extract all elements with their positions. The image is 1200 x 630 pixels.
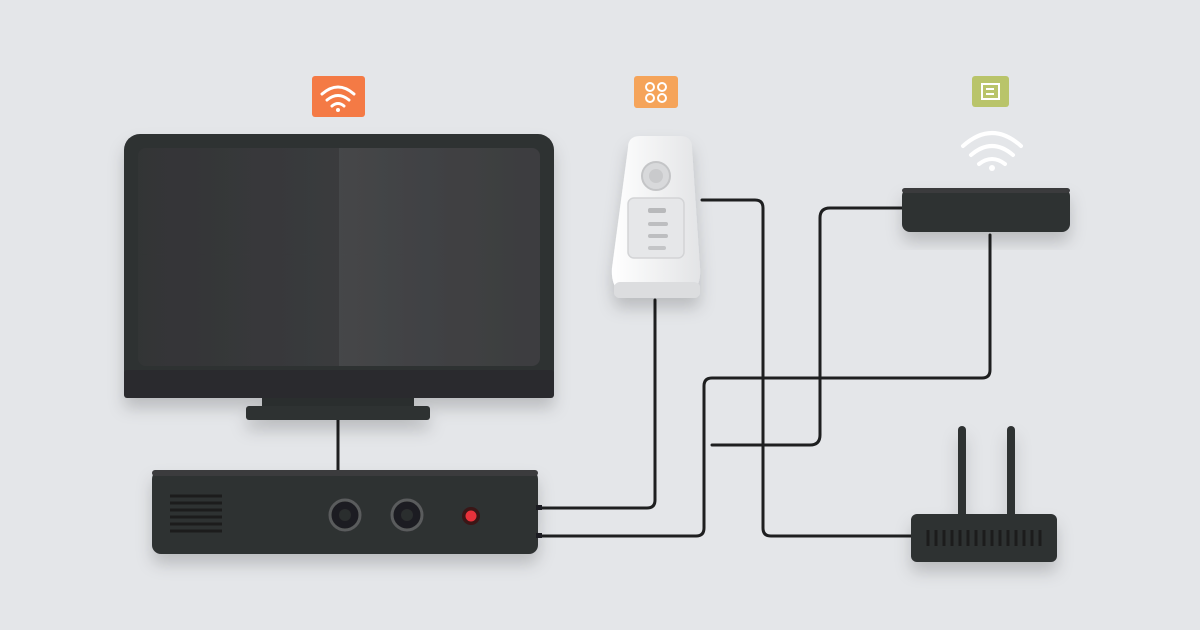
cables [336, 198, 992, 538]
settop-vent-icon [170, 494, 222, 533]
plug-slot-4 [648, 246, 666, 250]
plug-button-center [649, 169, 663, 183]
router-antenna-left [958, 426, 966, 518]
document-icon [981, 83, 1000, 100]
plug-panel [627, 197, 685, 259]
cable-box-to-settop [538, 233, 992, 538]
tv-stand-neck [262, 398, 414, 408]
streaming-box-body [902, 188, 1070, 232]
cable-plug-to-router [700, 198, 914, 538]
power-led-light [465, 510, 477, 522]
router-vent-icon [926, 530, 1042, 546]
settop-port-bottom [536, 533, 542, 538]
settop-knob-left-center [339, 509, 351, 521]
plug-slot-3 [648, 234, 668, 238]
set-top-box [152, 470, 542, 554]
wifi-icon [320, 85, 356, 112]
settop-knob-right-center [401, 509, 413, 521]
plug-base [614, 282, 700, 298]
router-antenna-right [1007, 426, 1015, 518]
streaming-box [902, 188, 1070, 232]
tv-bottom-bezel [124, 370, 554, 398]
hub-icon [645, 82, 667, 103]
plug-slot-2 [648, 222, 668, 226]
router [911, 426, 1057, 562]
plug-slot-1 [648, 208, 666, 213]
tv-screen [138, 148, 540, 366]
tv-stand-base [246, 406, 430, 420]
smart-plug [611, 136, 701, 298]
settop-top-edge [152, 470, 538, 476]
tv-wifi-badge [312, 76, 365, 117]
cable-plug-to-settop [538, 298, 657, 510]
television [124, 134, 554, 420]
cable-box-to-hub [710, 206, 904, 447]
plug-hub-badge [634, 76, 678, 108]
wifi-signal-icon [961, 131, 1023, 171]
streaming-box-top-edge [902, 188, 1070, 193]
box-document-badge [972, 76, 1009, 107]
settop-port-top [536, 505, 542, 510]
